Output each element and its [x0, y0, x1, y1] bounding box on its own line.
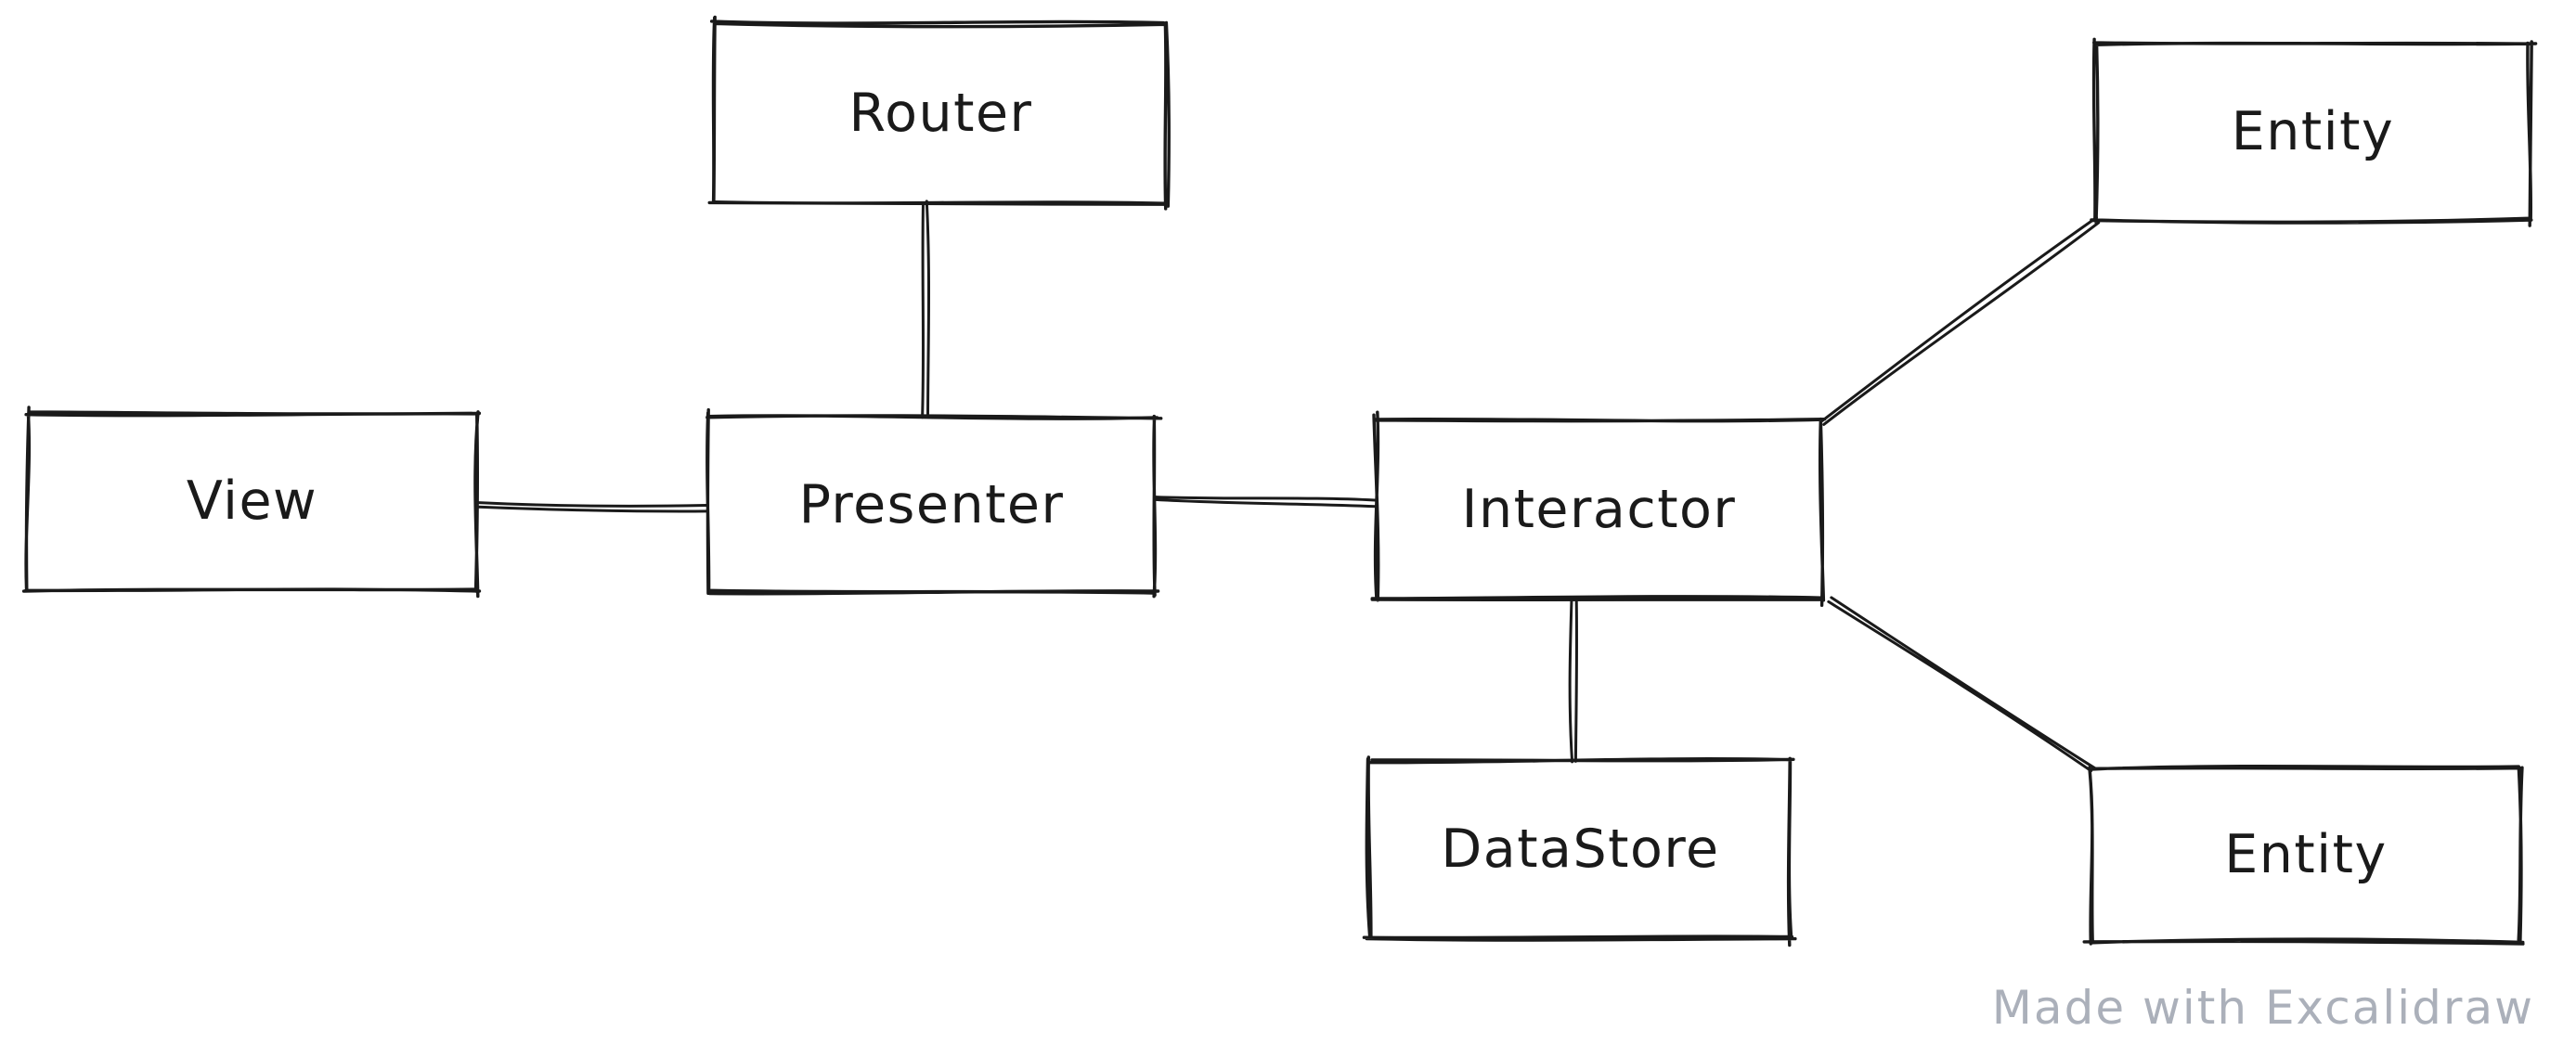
- excalidraw-watermark: Made with Excalidraw: [1991, 981, 2534, 1035]
- node-box-presenter: [705, 407, 1163, 599]
- edge-view-presenter: [473, 501, 709, 513]
- node-box-datastore: [1362, 755, 1797, 947]
- node-fill-interactor: [1376, 419, 1822, 599]
- node-box-view: [21, 406, 482, 599]
- node-fill-datastore: [1369, 761, 1792, 937]
- edge-interactor-entity-bottom: [1827, 596, 2097, 773]
- node-fill-entity-bottom: [2091, 767, 2520, 942]
- edge-router-presenter: [921, 200, 931, 419]
- node-fill-entity-top: [2096, 44, 2530, 220]
- node-box-interactor: [1370, 410, 1827, 607]
- edge-interactor-entity-top: [1820, 215, 2101, 426]
- node-fill-view: [28, 413, 476, 589]
- node-box-router: [707, 15, 1171, 211]
- edge-interactor-datastore: [1568, 598, 1579, 764]
- edge-presenter-interactor: [1154, 496, 1378, 509]
- node-box-entity-bottom: [2082, 764, 2525, 946]
- node-box-entity-top: [2090, 37, 2538, 227]
- node-fill-router: [715, 23, 1167, 202]
- node-fill-presenter: [707, 418, 1156, 592]
